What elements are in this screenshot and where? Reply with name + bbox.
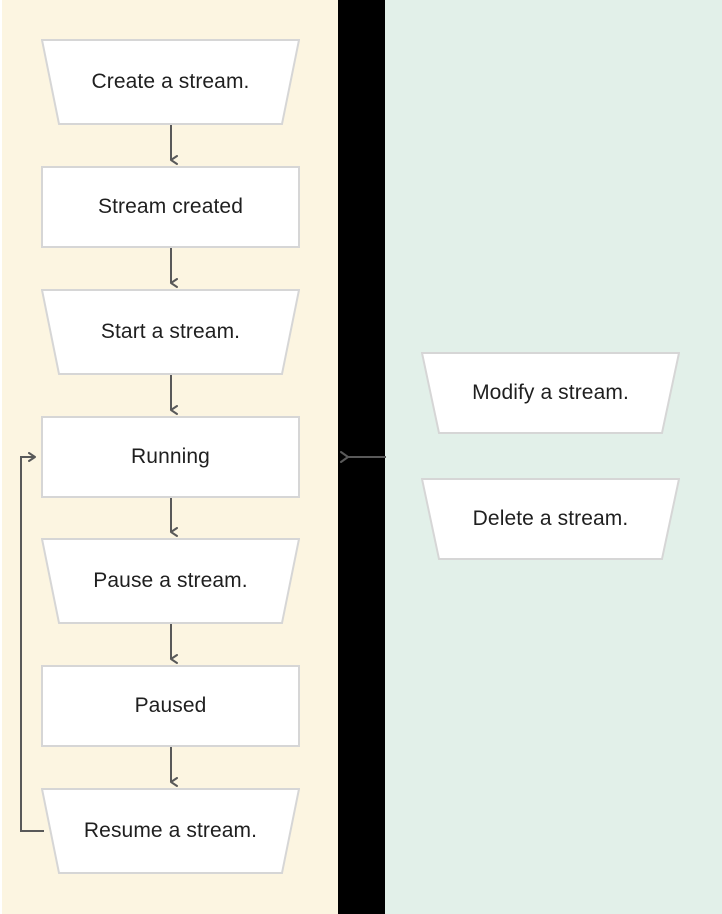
node-stream-created[interactable]: Stream created [41, 166, 300, 248]
black-divider-lane [338, 0, 385, 914]
node-label: Delete a stream. [472, 507, 629, 531]
node-resume-a-stream[interactable]: Resume a stream. [41, 788, 300, 874]
node-label: Start a stream. [100, 320, 241, 344]
node-start-a-stream[interactable]: Start a stream. [41, 289, 300, 375]
node-label: Stream created [98, 195, 243, 219]
node-running[interactable]: Running [41, 416, 300, 498]
node-pause-a-stream[interactable]: Pause a stream. [41, 538, 300, 624]
trapezoid-shape [41, 538, 300, 624]
node-label: Modify a stream. [472, 381, 629, 405]
trapezoid-shape [421, 478, 680, 560]
node-label: Resume a stream. [83, 819, 258, 843]
node-paused[interactable]: Paused [41, 665, 300, 747]
trapezoid-shape [41, 289, 300, 375]
trapezoid-shape [41, 788, 300, 874]
node-label: Pause a stream. [93, 569, 248, 593]
node-create-a-stream[interactable]: Create a stream. [41, 39, 300, 125]
node-label: Running [131, 445, 210, 469]
trapezoid-shape [41, 39, 300, 125]
node-label: Create a stream. [91, 70, 250, 94]
node-delete-a-stream[interactable]: Delete a stream. [421, 478, 680, 560]
node-label: Paused [134, 694, 207, 718]
node-modify-a-stream[interactable]: Modify a stream. [421, 352, 680, 434]
right-operations-lane [385, 0, 722, 914]
trapezoid-shape [421, 352, 680, 434]
